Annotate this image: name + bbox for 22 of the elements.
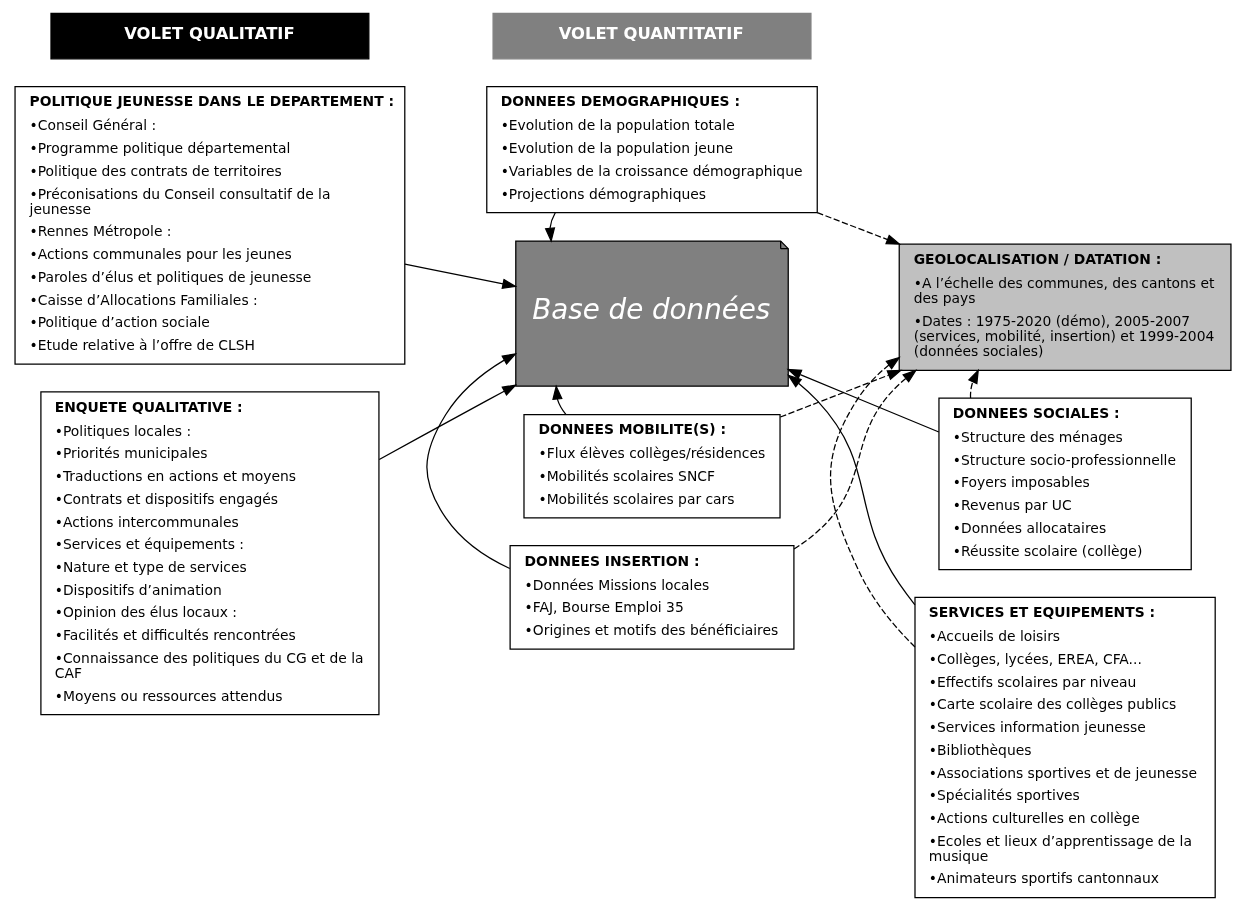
arrow (403, 263, 517, 289)
node-box: ENQUETE QUALITATIVE : •Politiques locales : •Priorités municipales •Traductions en actions et moyens •Contrats et dispositifs engagés •Actions intercommunales •Services et équipements : •Nature et type de services •Dispositifs d’animation •Opinion des élus locaux : •Facilités et difficultés rencontrées •Connaissance des politiques du CG et de la CAF •Moyens ou ressources attendus (39, 391, 380, 716)
node-box: DONNEES INSERTION : •Données Missions locales •FAJ, Bourse Emploi 35 •Origines et motifs des bénéficiaires (509, 545, 795, 650)
arrow (378, 384, 517, 461)
node-box: SERVICES ET EQUIPEMENTS : •Accueils de loisirs •Collèges, lycées, EREA, CFA... •Effectifs scolaires par niveau •Carte scolaire des collèges publics •Services information jeunesse •Bibliothèques •Associations sportives et de jeunesse •Spécialités sportives •Actions culturelles en collège •Ecoles et lieux d’apprentissage de la musique •Animateurs sportifs cantonnaux (913, 596, 1216, 899)
arrow (829, 356, 916, 648)
node-box: DONNEES DEMOGRAPHIQUES : •Evolution de la population totale •Evolution de la population jeune •Variables de la croissance démographique •Projections démographiques (485, 85, 818, 214)
arrow (425, 352, 517, 570)
arrow (786, 368, 939, 433)
arrow (551, 384, 566, 415)
node-box: DONNEES SOCIALES : •Structure des ménages •Structure socio-professionnelle •Foyers imposables •Revenus par UC •Données allocataires •Réussite scolaire (collège) (937, 397, 1192, 571)
arrow (816, 212, 901, 245)
node-box: DONNEES MOBILITE(S) : •Flux élèves collèges/résidences •Mobilités scolaires SNCF •Mobilités scolaires par cars (522, 413, 781, 519)
arrow (792, 369, 917, 550)
node-box: VOLET QUANTITATIF (491, 12, 812, 60)
node-box: VOLET QUALITATIF (49, 12, 369, 60)
arrow (786, 374, 916, 606)
node-box: POLITIQUE JEUNESSE DANS LE DEPARTEMENT : •Conseil Général : •Programme politique départemental •Politique des contrats de territoires •Préconisations du Conseil consultatif de la jeunesse •Rennes Métropole : •Actions communales pour les jeunes •Paroles d’élus et politiques de jeunesse •Caisse d’Allocations Familiales : •Politique d’action sociale •Etude relative à l’offre de CLSH (13, 85, 405, 365)
node-box: GEOLOCALISATION / DATATION : •A l’échelle des communes, des cantons et des pays •Dates : 1975-2020 (démo), 2005-2007 (services, mobilité, insertion) et 1999-2004 (données sociales) (898, 243, 1232, 371)
arrow (967, 368, 979, 399)
arrow (779, 369, 902, 418)
arrow (544, 212, 556, 243)
